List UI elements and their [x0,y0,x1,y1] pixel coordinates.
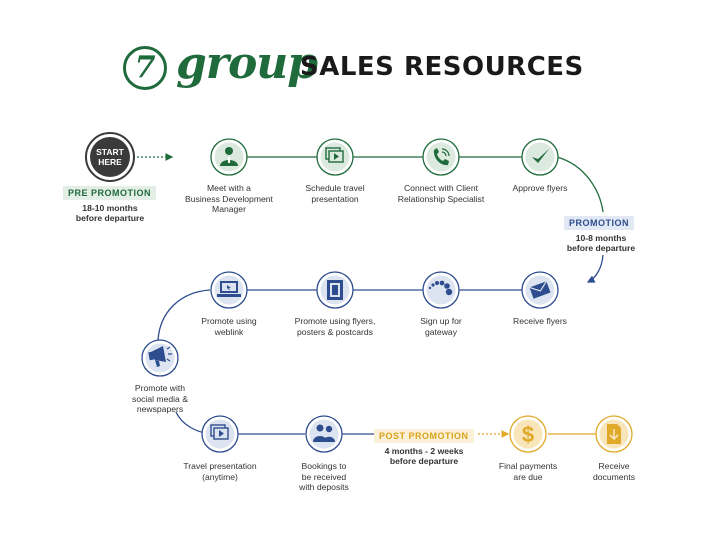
laptop-icon [217,281,241,297]
step-label-promote-flyers: Promote using flyers, posters & postcard… [294,316,376,337]
step-label-meet-bdm: Meet with a Business Development Manager [185,183,273,214]
start-label-line1: START [96,147,125,157]
step-label-sign-up-gateway: Sign up for gateway [420,316,462,337]
node-meet-bdm [210,138,248,176]
phone-icon [433,148,450,166]
node-schedule-presentation [316,138,354,176]
phase-badge-pre-promotion: PRE PROMOTION [63,186,157,200]
envelope-icon [529,280,551,299]
person-icon [220,147,238,166]
step-label-promote-social: Promote with social media & newspapers [132,383,188,414]
node-promote-weblink [210,271,248,309]
presentation-icon [210,424,229,440]
step-label-final-payments: Final payments are due [498,461,558,482]
checkmark-icon [532,149,549,163]
logo-wordmark: group [176,38,318,89]
phase-post-timing-1: 4 months - 2 weeks [384,446,464,456]
presentation-icon [325,147,344,163]
connector-curve-to-social [157,289,211,341]
node-bookings [305,415,343,453]
phase-badge-promotion: PROMOTION [564,216,634,230]
step-label-schedule-presentation: Schedule travel presentation [305,183,365,204]
step-label-approve-flyers: Approve flyers [512,183,568,193]
node-promote-flyers [316,271,354,309]
node-receive-documents [595,415,633,453]
phase-promotion-timing-2: before departure [566,243,636,253]
stamp-icon [327,280,343,300]
phase-post-timing-2: before departure [389,456,459,466]
step-label-connect-crs: Connect with Client Relationship Special… [397,183,485,204]
phase-pre-timing-2: before departure [75,213,145,223]
megaphone-icon [148,346,172,367]
step-label-receive-flyers: Receive flyers [513,316,567,326]
start-here-node: START HERE [85,132,135,182]
connector-curve-to-promotion [556,156,604,213]
node-connect-crs [422,138,460,176]
step-label-promote-weblink: Promote using weblink [201,316,257,337]
node-sign-up-gateway [422,271,460,309]
node-travel-presentation [201,415,239,453]
phase-badge-post-promotion: POST PROMOTION [374,429,474,443]
start-label-line2: HERE [98,157,122,167]
step-label-receive-documents: Receive documents [592,461,636,482]
document-icon [607,424,621,444]
dollar-icon: $ [522,422,534,447]
people-icon [313,424,335,442]
node-promote-social [141,339,179,377]
logo-seven-badge: 7 [123,46,167,90]
step-label-travel-presentation: Travel presentation (anytime) [183,461,257,482]
phase-pre-timing-1: 18-10 months [82,203,138,213]
dots-icon [428,280,453,296]
step-label-bookings: Bookings to be received with deposits [299,461,349,492]
phase-promotion-timing-1: 10-8 months [575,233,627,243]
node-final-payments: $ [509,415,547,453]
connector-curve-to-receive [586,254,604,283]
node-approve-flyers [521,138,559,176]
page-title: SALES RESOURCES [300,52,584,82]
node-receive-flyers [521,271,559,309]
